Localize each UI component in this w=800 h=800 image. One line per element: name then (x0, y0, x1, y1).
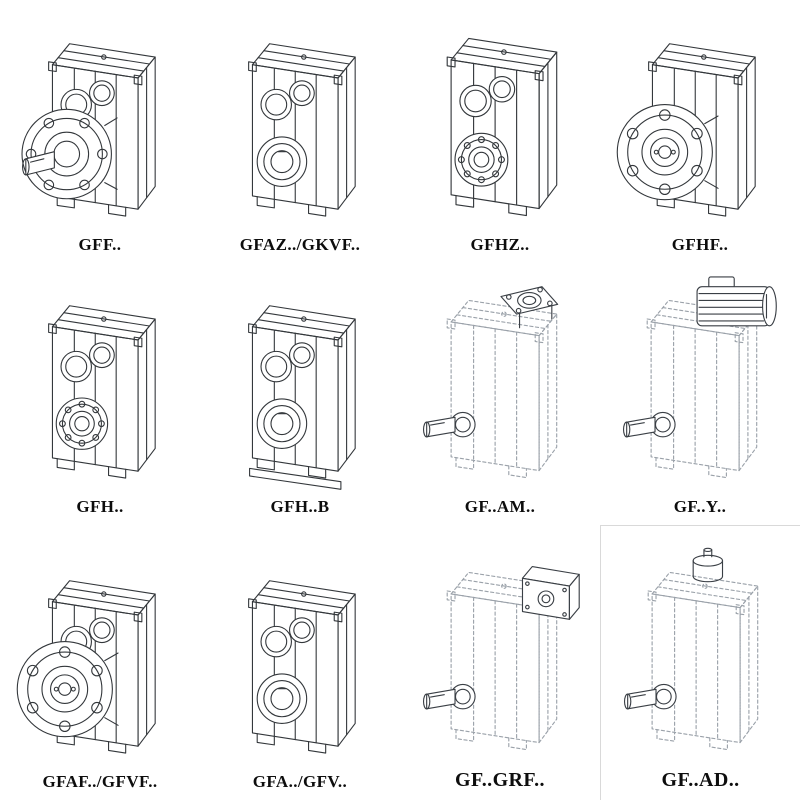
catalog-item-gf-y: GF..Y.. (600, 263, 800, 525)
model-label-gf-y: GF..Y.. (673, 497, 727, 516)
model-label-gfhf: GFHF.. (671, 235, 729, 254)
gearbox-drawing-gfa-icon (248, 580, 356, 754)
gearbox-drawing-gf-grf-icon (422, 565, 580, 751)
catalog-item-gfhf: GFHF.. (600, 0, 800, 263)
catalog-item-gfhz: GFHZ.. (400, 0, 600, 263)
catalog-item-gfa-gfv: GFA../GFV.. (200, 525, 400, 800)
model-label-gfaz-gkvf: GFAZ../GKVF.. (239, 235, 361, 254)
catalog-item-gf-am: GF..AM.. (400, 263, 600, 525)
gearbox-drawing-gfhz-icon (446, 37, 558, 217)
catalog-item-gfh-b: GFH..B (200, 263, 400, 525)
gearbox-drawing-gfhf-icon (616, 43, 756, 217)
catalog-item-gf-ad: GF..AD.. (600, 525, 800, 800)
catalog-item-gfh: GFH.. (0, 263, 200, 525)
model-label-gfhz: GFHZ.. (470, 235, 530, 254)
gearbox-drawing-gf-am-icon (422, 286, 559, 479)
catalog-item-gfaz-gkvf: GFAZ../GKVF.. (200, 0, 400, 263)
catalog-item-gf-grf: GF..GRF.. (400, 525, 600, 800)
model-label-gff: GFF.. (78, 235, 122, 254)
gearbox-drawing-gf-y-icon (622, 276, 777, 479)
gearbox-drawing-gfaz-icon (248, 43, 356, 217)
catalog-item-gfaf-gfvf: GFAF../GFVF.. (0, 525, 200, 800)
gearbox-drawing-gfh-b-icon (248, 305, 356, 490)
gearbox-drawing-gff-icon (21, 43, 156, 217)
model-label-gf-grf: GF..GRF.. (455, 769, 545, 791)
catalog-item-gff: GFF.. (0, 0, 200, 263)
gearbox-drawing-gfaf-icon (16, 580, 156, 754)
model-label-gfh: GFH.. (76, 497, 124, 516)
model-label-gfaf-gfvf: GFAF../GFVF.. (42, 772, 158, 791)
model-label-gfh-b: GFH..B (270, 497, 330, 516)
gearbox-drawing-gf-ad-icon (623, 547, 758, 751)
model-label-gfa-gfv: GFA../GFV.. (252, 772, 348, 791)
model-label-gf-am: GF..AM.. (464, 497, 536, 516)
model-label-gf-ad: GF..AD.. (661, 769, 740, 791)
gearbox-drawing-gfh-icon (48, 305, 156, 479)
